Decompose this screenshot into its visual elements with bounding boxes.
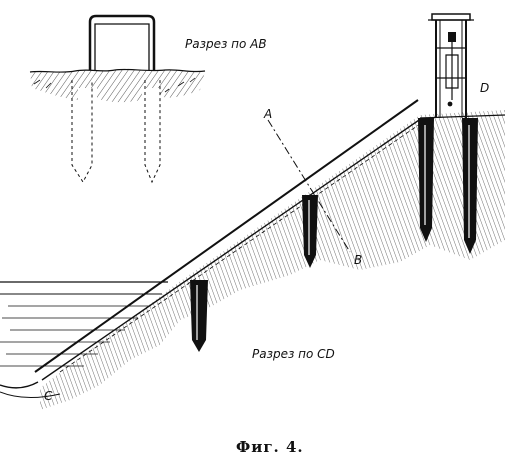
water-area <box>0 281 168 367</box>
point-b-label: B <box>354 253 362 267</box>
point-a-label: A <box>263 107 272 121</box>
tower-pile-left <box>418 118 434 242</box>
section-ab-ground <box>29 68 206 103</box>
embankment-soil <box>40 110 505 410</box>
embankment <box>0 99 506 410</box>
section-ab-buried-piles <box>71 80 161 184</box>
section-ab-label: Разрез по AB <box>185 37 267 51</box>
figure-caption: Фиг. 4. <box>236 438 304 456</box>
point-d-label: D <box>480 81 489 95</box>
section-cd-label: Разрез по CD <box>252 347 335 361</box>
point-c-label: C <box>44 389 53 403</box>
section-ab-drawing <box>29 14 206 184</box>
section-ab-staple <box>88 14 156 70</box>
slope-pile-1 <box>190 280 208 352</box>
section-ab-cut-line <box>267 119 351 253</box>
tower-pile-right <box>462 118 478 254</box>
slope-bottom-edge <box>41 117 423 381</box>
slope-pile-2 <box>302 195 318 268</box>
tower-structure <box>428 13 474 118</box>
slope-top-edge <box>34 99 419 373</box>
